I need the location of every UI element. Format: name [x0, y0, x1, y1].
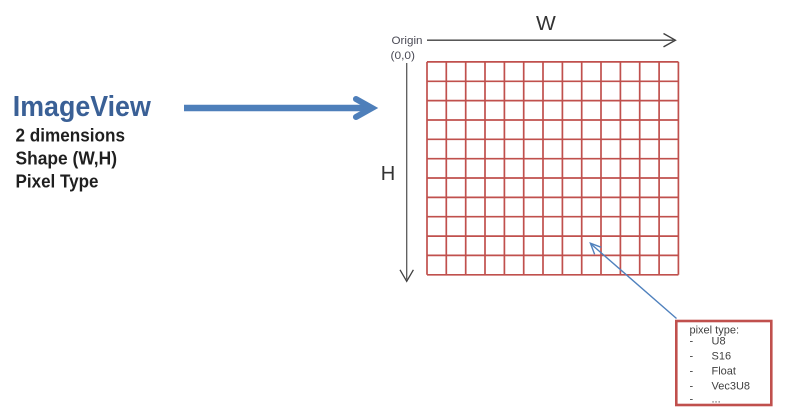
svg-text:W: W [536, 13, 556, 35]
svg-text:Float: Float [712, 365, 736, 377]
svg-text:-: - [690, 350, 694, 362]
svg-text:(0,0): (0,0) [391, 50, 416, 62]
svg-text:pixel type:: pixel type: [690, 324, 740, 336]
svg-text:U8: U8 [712, 336, 726, 348]
svg-text:H: H [381, 162, 396, 185]
svg-text:2 dimensions: 2 dimensions [16, 126, 126, 146]
svg-text:S16: S16 [712, 350, 732, 362]
svg-text:-: - [690, 381, 694, 393]
svg-text:Origin: Origin [392, 35, 423, 47]
svg-text:Shape (W,H): Shape (W,H) [16, 149, 118, 169]
svg-text:Vec3U8: Vec3U8 [712, 381, 751, 393]
svg-text:-: - [690, 394, 694, 406]
svg-text:-: - [690, 336, 694, 348]
svg-text:...: ... [712, 394, 721, 406]
svg-text:Pixel Type: Pixel Type [16, 172, 99, 192]
svg-text:ImageView: ImageView [13, 91, 151, 123]
svg-text:-: - [690, 365, 694, 377]
